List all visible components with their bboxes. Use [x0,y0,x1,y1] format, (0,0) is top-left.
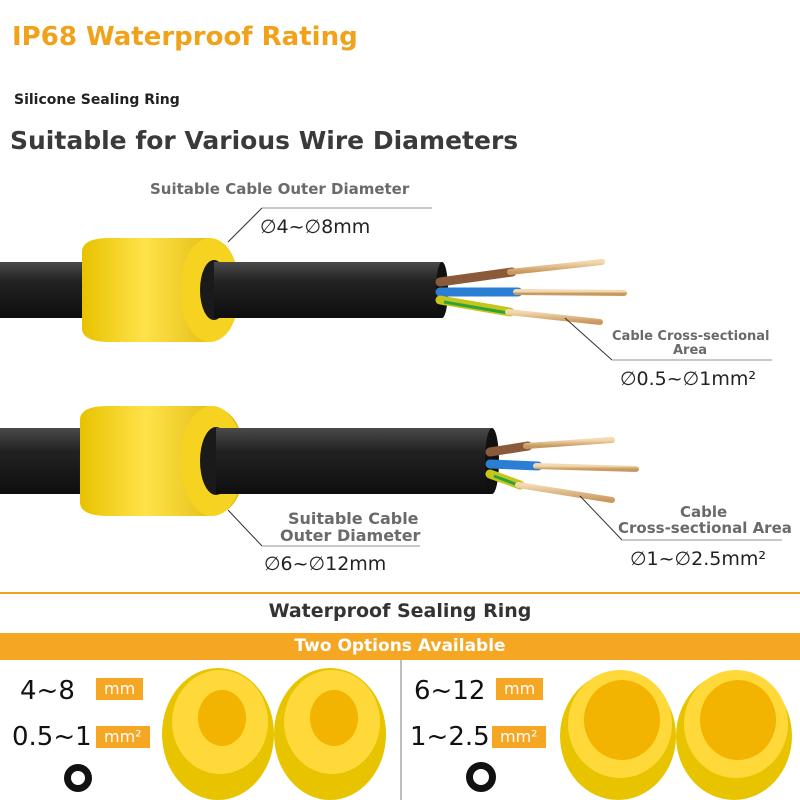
page-title: IP68 Waterproof Rating [12,22,358,52]
subtitle: Silicone Sealing Ring [14,92,180,108]
top-area-label-line1: Cable Cross-sectional [612,329,770,344]
option-panel-large: 6~12 mm 1~2.5 mm² [402,660,800,800]
option-area: 0.5~1 [12,722,92,752]
sealing-ring-small-image [162,668,386,800]
options-band-text: Two Options Available [294,636,506,656]
sealing-ring-icon [676,670,792,800]
panel-separator [400,660,402,800]
option-area: 1~2.5 [410,722,490,752]
top-cable [0,238,627,342]
option-panel-small: 4~8 mm 0.5~1 mm² [0,660,400,800]
bottom-outer-diameter-label-line1: Suitable Cable [288,509,419,528]
bottom-area-value: ∅1~∅2.5mm² [630,548,766,570]
bottom-area-label-line2: Cross-sectional Area [618,519,792,537]
sealing-ring-icon [274,668,386,800]
option-diameter: 6~12 [414,676,486,706]
sealing-ring-icon [162,668,274,800]
option-area-unit: mm² [492,726,546,748]
top-outer-diameter-value: ∅4~∅8mm [260,216,371,238]
option-diameter: 4~8 [20,676,75,706]
top-area-value: ∅0.5~∅1mm² [620,368,756,390]
top-area-label-line2: Area [673,343,708,358]
bottom-outer-diameter-value: ∅6~∅12mm [264,553,387,575]
option-diameter-unit: mm [496,678,544,700]
section-divider [0,592,800,594]
bottom-outer-diameter-label-line2: Outer Diameter [280,526,421,545]
cable-illustration [0,207,782,547]
option-area-unit: mm² [96,726,150,748]
bottom-area-label-line1: Cable [680,503,728,521]
o-ring-icon [466,762,496,792]
top-outer-diameter-label: Suitable Cable Outer Diameter [150,180,410,198]
section-title: Waterproof Sealing Ring [268,600,532,622]
options-band [0,633,800,660]
o-ring-icon [64,764,92,792]
sealing-ring-icon [560,670,676,800]
sealing-ring-large-image [560,670,792,800]
option-diameter-unit: mm [96,678,144,700]
bottom-cable [0,406,639,516]
headline: Suitable for Various Wire Diameters [10,126,519,155]
